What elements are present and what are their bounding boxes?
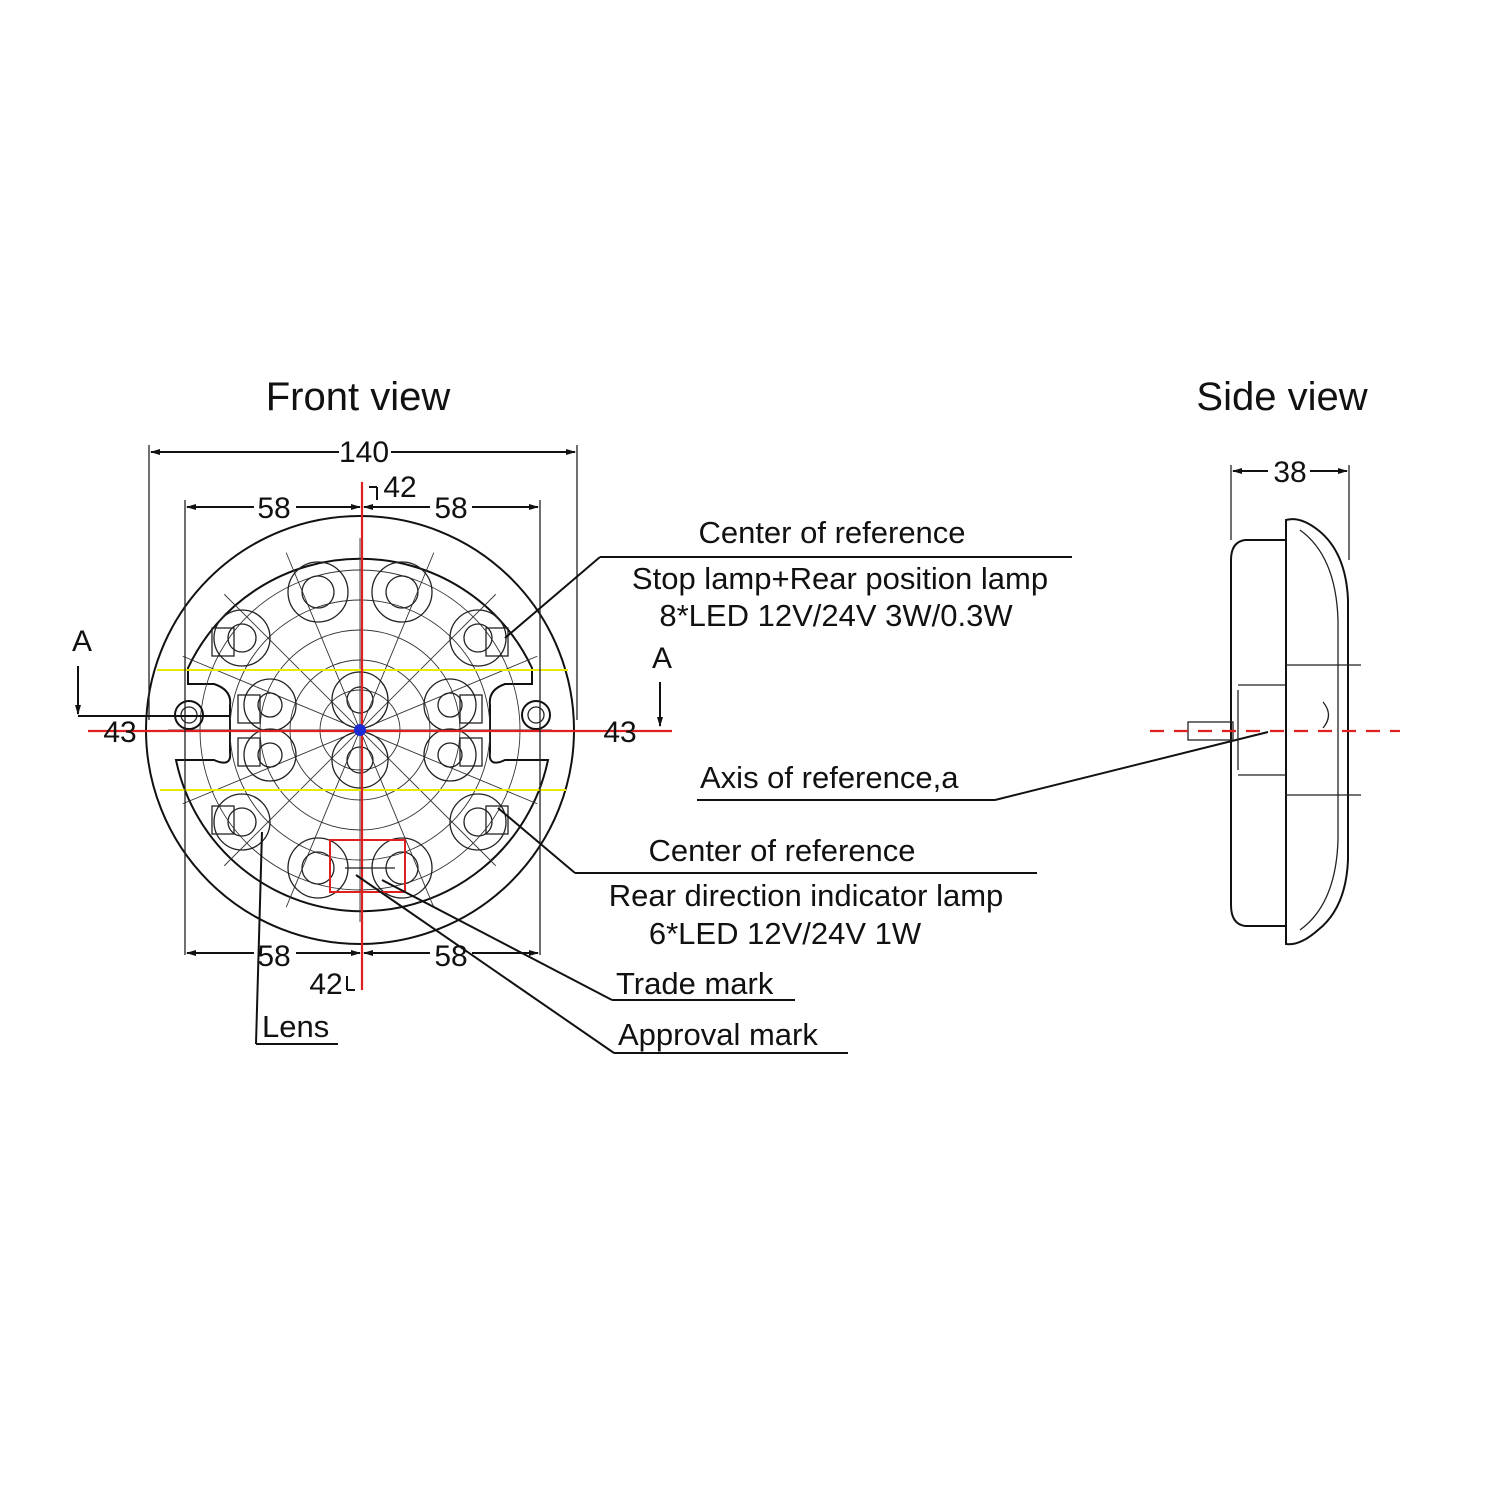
mount-hole-right-inner [527, 706, 545, 724]
lens-outline [174, 557, 550, 913]
front-view-title: Front view [266, 375, 451, 419]
callout-stop-lamp-spec: 8*LED 12V/24V 3W/0.3W [659, 598, 1013, 633]
dim-bottom-left: 58 [257, 940, 290, 973]
callout-trade-mark: Trade mark [616, 966, 774, 1001]
callout-approval-mark: Approval mark [618, 1017, 818, 1052]
dim-side-depth: 38 [1273, 456, 1306, 489]
dim-top-center: 42 [383, 471, 416, 504]
callout-indicator-spec: 6*LED 12V/24V 1W [649, 916, 922, 951]
approval-mark-box [329, 839, 406, 893]
center-marker [354, 724, 366, 736]
callout-center-ref-1: Center of reference [698, 515, 965, 550]
dim-top-left: 58 [257, 492, 290, 525]
dim-top-right: 58 [434, 492, 467, 525]
callout-lens: Lens [262, 1009, 329, 1044]
side-profile [1187, 518, 1361, 946]
mount-hole-right [521, 700, 551, 730]
dim-left: 43 [103, 716, 136, 749]
callout-center-ref-2: Center of reference [648, 833, 915, 868]
callout-indicator-lamp: Rear direction indicator lamp [609, 878, 1004, 913]
callout-stop-lamp: Stop lamp+Rear position lamp [632, 561, 1048, 596]
dim-right: 43 [603, 716, 636, 749]
callout-axis-ref: Axis of reference,a [700, 760, 959, 795]
side-view-title: Side view [1196, 375, 1367, 419]
dim-overall-width: 140 [339, 436, 389, 469]
dim-bottom-right: 58 [434, 940, 467, 973]
section-mark-left: A [72, 625, 92, 658]
section-mark-right: A [652, 642, 672, 675]
dim-bottom-center: 42 [309, 968, 342, 1001]
